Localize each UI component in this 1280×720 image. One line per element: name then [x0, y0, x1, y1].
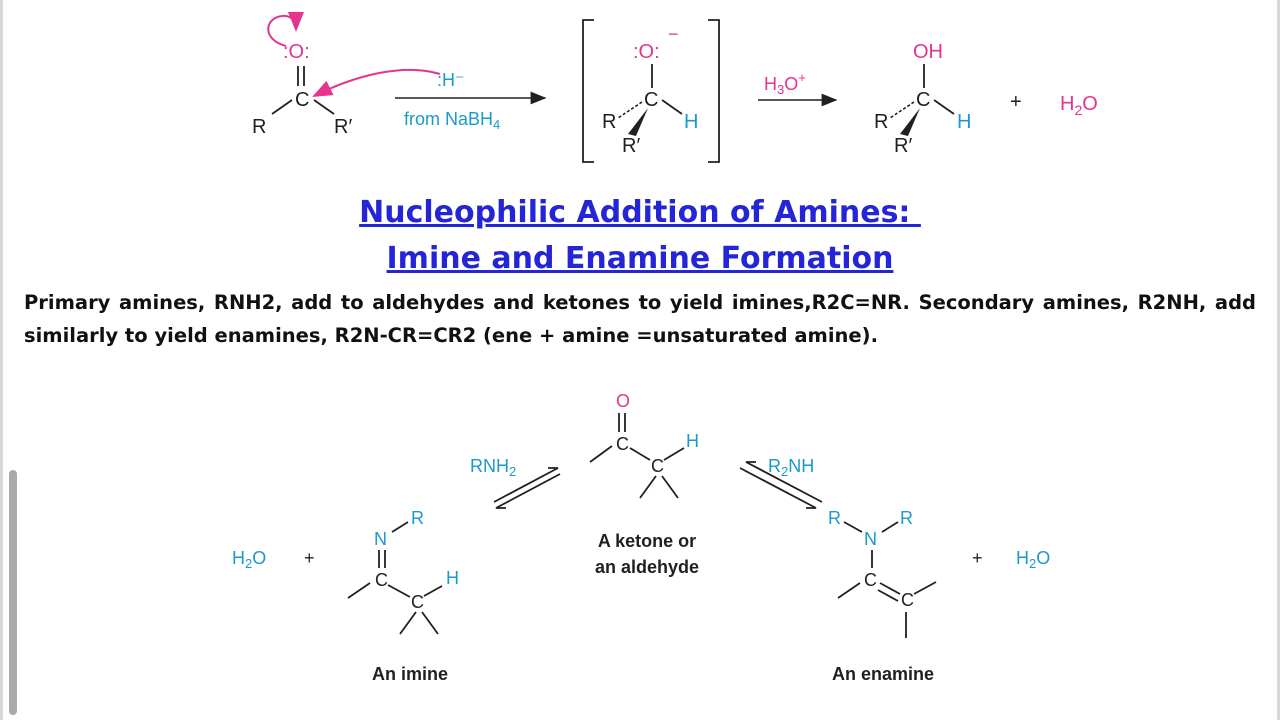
acid-subscript: 3 [777, 82, 784, 97]
acid-o: O [784, 74, 798, 94]
hydroxyl-group: OH [913, 41, 943, 63]
forward-half-arrow-right [745, 461, 823, 503]
hydride-reagent: :H⁻ from NaBH4 [395, 70, 547, 132]
enamine-nitrogen: N [864, 529, 877, 549]
enamine-alpha-carbon: C [901, 590, 914, 610]
primary-amine-equilibrium: RNH2 [470, 456, 561, 509]
plus-sign: + [1010, 91, 1022, 113]
center-caption-line-1: A ketone or [597, 531, 697, 551]
svg-text:H2O: H2O [232, 548, 266, 571]
alcohol-carbon: C [916, 89, 930, 111]
imine-carbon: C [375, 570, 388, 590]
enamine-plus: + [972, 548, 983, 568]
primary-amine: RNH [470, 456, 509, 476]
bracket-right [708, 19, 720, 163]
alkoxide-carbon: C [644, 89, 658, 111]
protonation-step: H3O+ [758, 70, 838, 107]
carbonyl-carbon: C [295, 89, 309, 111]
body-paragraph: Primary amines, RNH2, add to aldehydes a… [24, 291, 1256, 347]
imine-nitrogen: N [374, 529, 387, 549]
secondary-amine-equilibrium: R2NH [739, 456, 823, 509]
imine-plus: + [304, 548, 315, 568]
heading-line-1: Nucleophilic Addition of Amines: [359, 195, 921, 230]
svg-text:RNH2: RNH2 [470, 456, 516, 479]
hydride-attack-arrow [312, 68, 441, 97]
vertical-scrollbar[interactable] [9, 470, 17, 715]
imine-caption: An imine [371, 664, 448, 684]
svg-text:H3O+: H3O+ [764, 70, 806, 97]
water-o: O [1082, 93, 1098, 115]
hydride-label: :H⁻ [437, 70, 465, 90]
enamine-water-o: O [1036, 548, 1050, 568]
imine-r: R [411, 508, 424, 528]
carbonyl-oxygen: :O: [283, 41, 310, 63]
electron-arrow-curved [267, 11, 304, 47]
ketone-carbon: C [616, 434, 629, 454]
secondary-amine-tail: NH [788, 456, 814, 476]
enamine-r-right: R [900, 508, 913, 528]
imine-hydrogen: H [446, 568, 459, 588]
enamine-caption: An enamine [831, 664, 935, 684]
reagent-source: from NaBH [404, 109, 493, 129]
intermediate-r-prime: R′ [622, 135, 640, 157]
water-h: H [1060, 93, 1074, 115]
imine-water-o: O [252, 548, 266, 568]
alkoxide-oxygen: :O: [633, 41, 660, 63]
heading-line-2: Imine and Enamine Formation [386, 241, 894, 276]
window-edge-left [0, 0, 3, 720]
enamine-water-subscript: 2 [1029, 556, 1036, 571]
alcohol-r: R [874, 111, 888, 133]
acid-h: H [764, 74, 777, 94]
r-prime-group: R′ [334, 116, 352, 138]
reagent-subscript: 4 [493, 117, 500, 132]
center-caption-line-2: an aldehyde [594, 557, 700, 577]
alcohol-r-prime: R′ [894, 135, 912, 157]
svg-text:from NaBH4: from NaBH4 [404, 109, 500, 132]
alkoxide-charge: − [668, 24, 679, 44]
added-hydrogen: H [684, 111, 698, 133]
water-subscript: 2 [1074, 102, 1082, 118]
reverse-half-arrow-right [739, 467, 817, 509]
secondary-subscript: 2 [781, 464, 788, 479]
enamine-carbon: C [864, 570, 877, 590]
alpha-carbon: C [651, 456, 664, 476]
window-edge-right [1277, 0, 1280, 720]
imine-product: H2O + N R C C H [232, 508, 459, 635]
r-group: R [252, 116, 266, 138]
alkoxide-intermediate: :O: − C H R R′ [582, 19, 720, 163]
imine-water-h: H [232, 548, 245, 568]
enamine-water-h: H [1016, 548, 1029, 568]
svg-text:H2O: H2O [1016, 548, 1050, 571]
svg-text:H2O: H2O [1060, 93, 1098, 118]
svg-text:R2NH: R2NH [768, 456, 814, 479]
center-caption: A ketone or an aldehyde [572, 528, 722, 580]
ketone-oxygen: O [616, 391, 630, 411]
bracket-left [582, 19, 594, 163]
enamine-product: R N R C C + H2O [828, 508, 1050, 638]
carbonyl-reactant: O C C H [589, 391, 699, 499]
carbonyl-substrate: :O: C R R′ [252, 11, 441, 138]
acid-charge: + [798, 70, 806, 85]
alpha-hydrogen: H [686, 431, 699, 451]
alcohol-product: OH C H R R′ + H2O [874, 41, 1098, 157]
intermediate-r: R [602, 111, 616, 133]
primary-subscript: 2 [509, 464, 516, 479]
reverse-half-arrow-left [495, 473, 561, 509]
alcohol-hydrogen: H [957, 111, 971, 133]
imine-alpha-carbon: C [411, 592, 424, 612]
forward-half-arrow-left [493, 467, 559, 503]
enamine-r-left: R [828, 508, 841, 528]
secondary-amine-r: R [768, 456, 781, 476]
imine-water-subscript: 2 [245, 556, 252, 571]
